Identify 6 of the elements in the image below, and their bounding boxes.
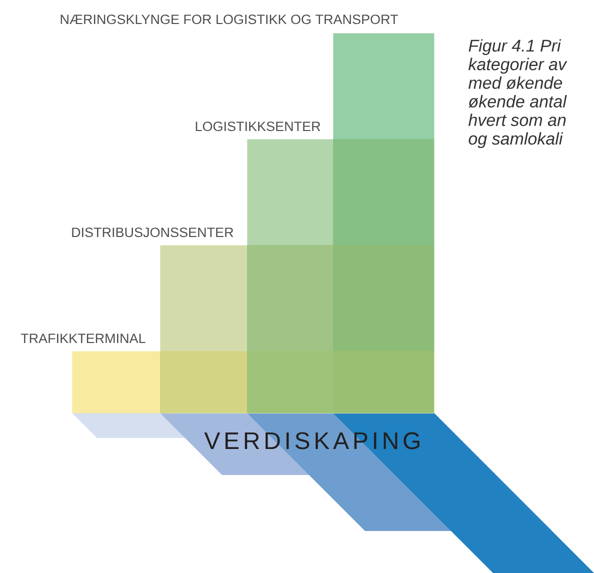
axis-label: VERDISKAPING — [204, 432, 420, 450]
caption: Figur 4.1 Pri kategorier av med økende økende antal hvert som an og samlokali — [468, 39, 568, 148]
bar-heading: NÆRINGSKLYNGE FOR LOGISTIKK OG TRANSPORT — [60, 14, 398, 24]
bar-heading: LOGISTIKKSENTER — [196, 122, 320, 132]
bar-heading: TRAFIKKTERMINAL — [20, 334, 146, 343]
bar-heading: DISTRIBUSJONSSENTER — [72, 228, 234, 238]
